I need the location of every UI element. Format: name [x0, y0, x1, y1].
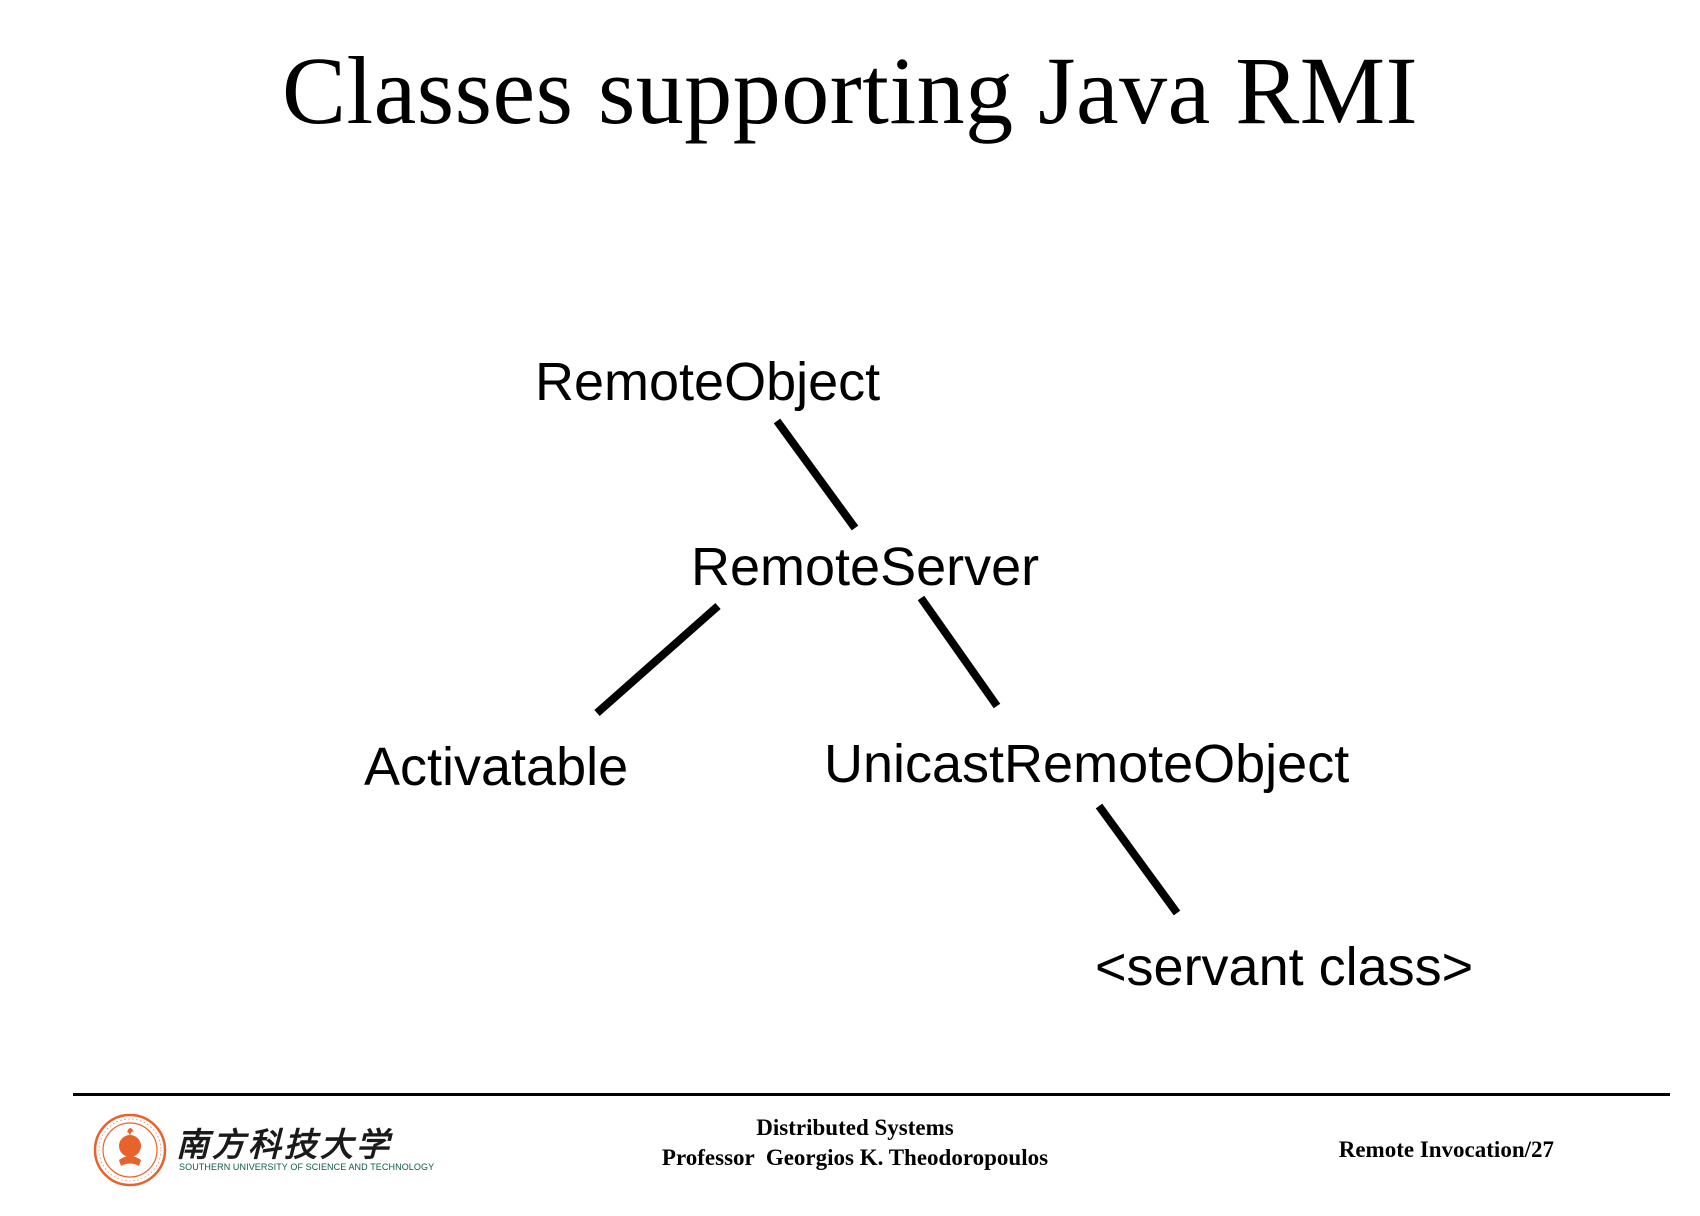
- footer-course-name: Distributed Systems: [756, 1115, 954, 1140]
- logo-english-name: SOUTHERN UNIVERSITY OF SCIENCE AND TECHN…: [179, 1162, 435, 1172]
- university-logo: 南方科技大学 SOUTHERN UNIVERSITY OF SCIENCE AN…: [92, 1112, 434, 1188]
- edge-remoteserver-activatable: [594, 603, 721, 716]
- footer-page-number: Remote Invocation/27: [1338, 1137, 1554, 1162]
- node-remote-object: RemoteObject: [535, 352, 881, 412]
- footer-professor: Professor Georgios K. Theodoropoulos: [661, 1145, 1049, 1170]
- slide-title: Classes supporting Java RMI: [281, 37, 1419, 144]
- node-servant-class: <servant class>: [1095, 937, 1474, 997]
- node-unicast-remote-object: UnicastRemoteObject: [824, 734, 1350, 794]
- logo-chinese-name: 南方科技大学: [176, 1125, 392, 1164]
- university-emblem-icon: [93, 1113, 167, 1187]
- node-activatable: Activatable: [364, 737, 629, 797]
- node-remote-server: RemoteServer: [691, 537, 1040, 597]
- footer-divider: [73, 1093, 1670, 1096]
- footer-course-info: Distributed Systems Professor Georgios K…: [560, 1113, 1150, 1173]
- edge-remoteserver-unicast: [917, 595, 1001, 709]
- edge-remoteobject-remoteserver: [773, 418, 859, 531]
- edge-unicast-servant: [1095, 803, 1181, 916]
